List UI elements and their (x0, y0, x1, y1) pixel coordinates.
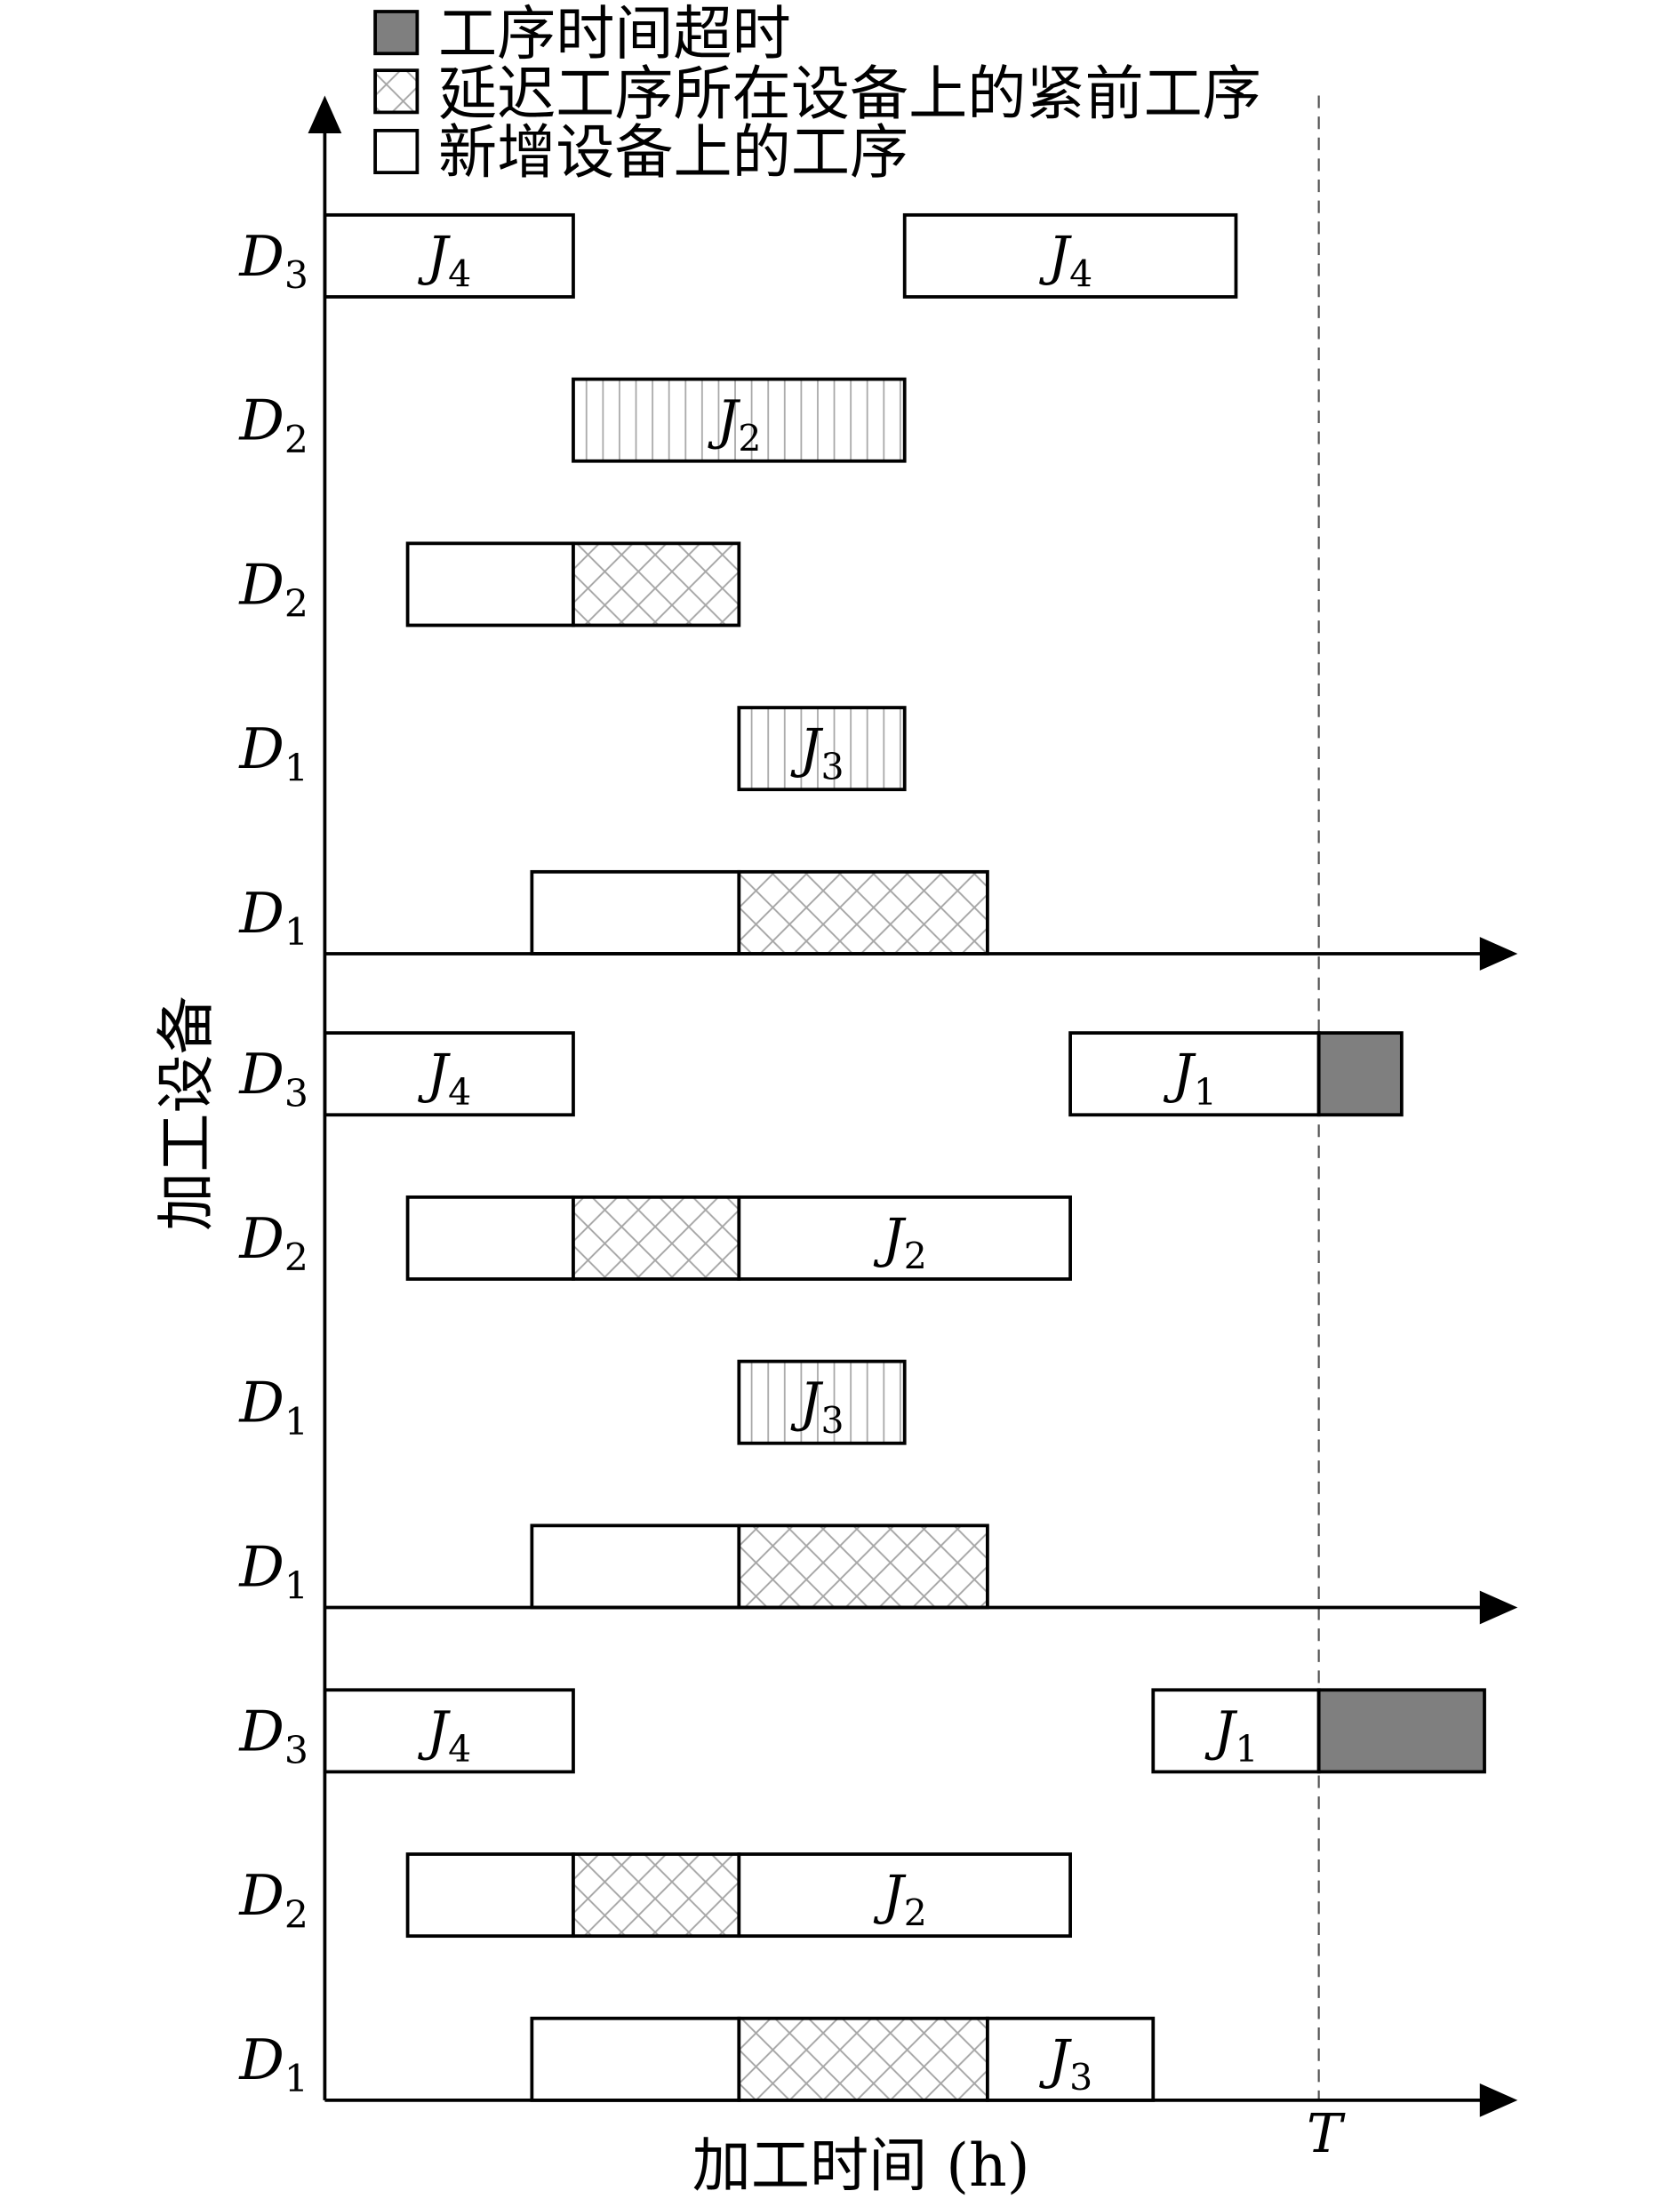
x-axes (324, 937, 1518, 2117)
task-bar-crosshatch (737, 869, 989, 956)
task-bar-vertical-lines (572, 377, 907, 463)
task-bar-none (530, 1523, 741, 1610)
task-bar-vertical-lines (737, 706, 907, 792)
job-subscript: 2 (904, 1892, 927, 1935)
job-subscript: 4 (448, 1728, 471, 1771)
legend-label-new-equipment: 新增设备上的工序 (438, 118, 908, 187)
device-label: D1 (238, 1534, 308, 1608)
task-bar-solid-gray (1316, 1688, 1486, 1774)
device-subscript: 2 (284, 1236, 308, 1280)
task-bars (323, 212, 1486, 2102)
device-subscript: 1 (284, 1565, 308, 1609)
task-bar-none (323, 212, 575, 299)
device-subscript: 2 (284, 1893, 308, 1937)
task-bar-none (405, 1195, 575, 1281)
device-label: D1 (238, 881, 308, 955)
device-letter: D (238, 1042, 284, 1107)
device-letter: D (238, 716, 284, 781)
device-label: D2 (238, 388, 308, 462)
legend-swatch-overtime (373, 10, 420, 56)
job-subscript: 2 (904, 1235, 927, 1278)
task-bar-none (737, 1852, 1072, 1939)
device-subscript: 1 (284, 911, 308, 955)
device-subscript: 3 (284, 1072, 308, 1115)
device-letter: D (238, 1371, 284, 1435)
x-axis-arrow-panel-2 (1479, 1590, 1518, 1625)
device-letter: D (238, 224, 284, 289)
x-axis-arrow-panel-3 (1479, 2083, 1518, 2117)
task-bar-none (737, 1195, 1072, 1281)
job-subscript: 3 (821, 1399, 844, 1442)
device-label: D2 (238, 1863, 308, 1937)
job-subscript: 3 (821, 746, 844, 788)
task-bar-none (902, 212, 1238, 299)
device-letter: D (238, 1863, 284, 1928)
legend-item-overtime: 工序时间超时 (373, 0, 791, 68)
device-letter: D (238, 1534, 284, 1599)
device-label: D3 (238, 224, 308, 298)
task-bar-none (1068, 1031, 1321, 1117)
task-bar-crosshatch (737, 2016, 989, 2102)
job-subscript: 1 (1235, 1728, 1258, 1771)
device-letter: D (238, 1699, 284, 1763)
device-label: D1 (238, 2027, 308, 2101)
legend-item-predecessor: 延迟工序所在设备上的紧前工序 (373, 60, 1261, 128)
legend-item-new-equipment: 新增设备上的工序 (373, 118, 908, 187)
task-bar-none (530, 2016, 741, 2102)
device-label: D2 (238, 552, 308, 626)
device-subscript: 1 (284, 2058, 308, 2101)
task-bar-none (323, 1031, 575, 1117)
device-letter: D (238, 1206, 284, 1271)
device-label: D1 (238, 716, 308, 790)
task-bar-crosshatch (737, 1523, 989, 1610)
device-letter: D (238, 552, 284, 617)
legend-label-predecessor: 延迟工序所在设备上的紧前工序 (438, 60, 1261, 128)
y-axis-label: 加工设备 (152, 996, 220, 1231)
task-bar-none (530, 869, 741, 956)
device-subscript: 1 (284, 1401, 308, 1444)
x-axis-arrow-panel-1 (1479, 937, 1518, 971)
legend-label-overtime: 工序时间超时 (438, 0, 791, 68)
task-bar-crosshatch (572, 1195, 741, 1281)
legend-swatch-new-equipment (373, 128, 420, 175)
device-subscript: 3 (284, 1730, 308, 1773)
job-subscript: 3 (1069, 2056, 1092, 2099)
device-subscript: 1 (284, 747, 308, 790)
task-bar-none (1151, 1688, 1321, 1774)
task-bar-crosshatch (572, 1852, 741, 1939)
device-label: D3 (238, 1699, 308, 1772)
device-subscript: 2 (284, 419, 308, 462)
job-subscript: 4 (1069, 253, 1092, 296)
legend-swatch-predecessor (373, 68, 420, 115)
device-label: D2 (238, 1206, 308, 1280)
task-bar-none (405, 1852, 575, 1939)
device-letter: D (238, 388, 284, 453)
device-label: D3 (238, 1042, 308, 1115)
job-subscript: 1 (1194, 1071, 1217, 1114)
device-label: D1 (238, 1371, 308, 1444)
task-bar-solid-gray (1316, 1031, 1404, 1117)
task-bar-vertical-lines (737, 1359, 907, 1445)
task-bar-none (323, 1688, 575, 1774)
x-axis-label: 加工时间 (h) (692, 2131, 1030, 2200)
job-subscript: 4 (448, 253, 471, 296)
legend: 工序时间超时 延迟工序所在设备上的紧前工序 新增设备上的工序 (373, 0, 1261, 187)
job-subscript: 2 (738, 417, 761, 460)
device-letter: D (238, 2027, 284, 2092)
device-subscript: 2 (284, 583, 308, 627)
y-axis-arrow (308, 95, 342, 134)
device-subscript: 3 (284, 254, 308, 298)
task-bar-crosshatch (572, 541, 741, 628)
job-subscript: 4 (448, 1071, 471, 1114)
deadline-label: T (1307, 2103, 1346, 2165)
task-bar-none (405, 541, 575, 628)
device-letter: D (238, 881, 284, 946)
